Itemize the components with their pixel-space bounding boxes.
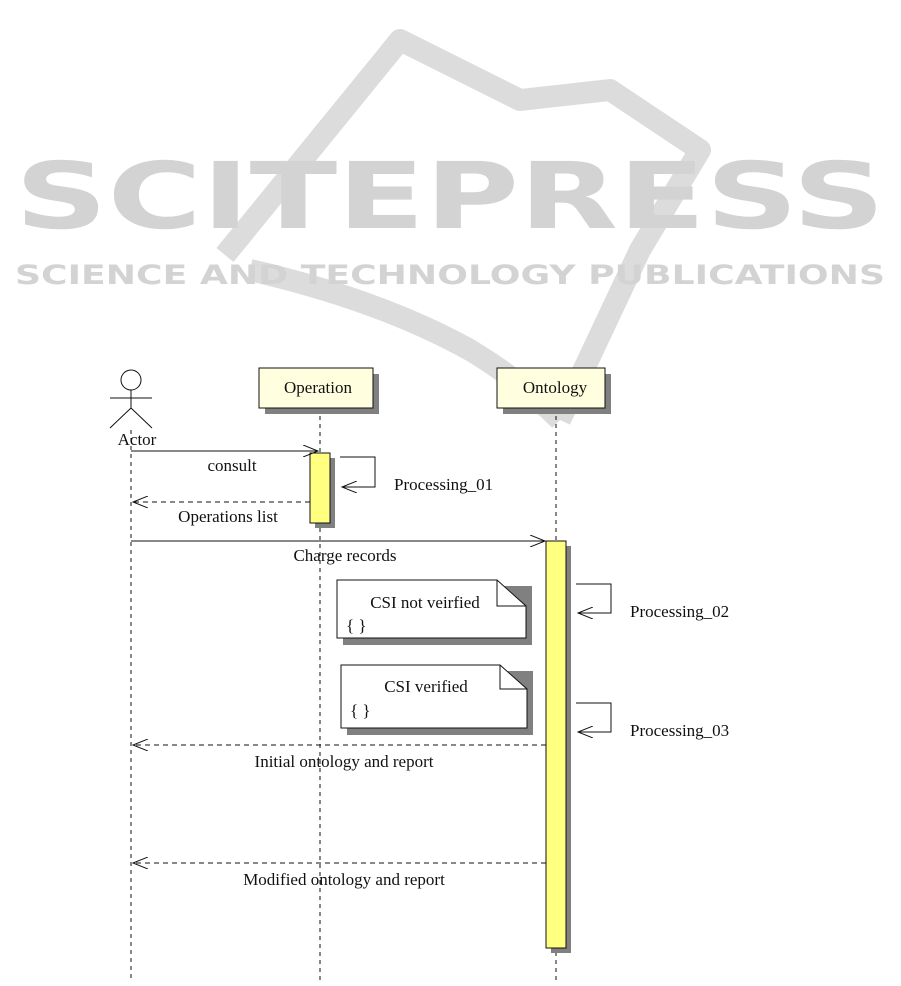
processing-01-label: Processing_01 <box>394 475 493 494</box>
processing-02-label: Processing_02 <box>630 602 729 621</box>
modified-ontology-label: Modified ontology and report <box>243 870 445 889</box>
consult-label: consult <box>207 456 256 475</box>
watermark-title: SCITEPRESS <box>15 143 885 250</box>
note-csi-not-verified[interactable]: CSI not veirfied { } <box>336 579 532 645</box>
processing-03-self-arrow <box>576 702 612 732</box>
note-body: { } <box>350 701 371 720</box>
change-records-label: Charge records <box>293 546 396 565</box>
watermark: SCITEPRESS SCIENCE AND TECHNOLOGY PUBLIC… <box>15 29 885 428</box>
operation-participant[interactable]: Operation <box>258 367 379 414</box>
processing-02-self-arrow <box>576 583 612 613</box>
lifelines <box>130 408 557 982</box>
processing-01-self-arrow <box>340 456 376 487</box>
note-title: CSI not veirfied <box>370 593 480 612</box>
watermark-subtitle: SCIENCE AND TECHNOLOGY PUBLICATIONS <box>15 260 885 291</box>
ontology-label: Ontology <box>523 378 588 397</box>
note-body: { } <box>346 616 367 635</box>
ontology-participant[interactable]: Ontology <box>496 367 611 414</box>
actor[interactable] <box>109 369 153 429</box>
ontology-activation <box>545 540 571 953</box>
operation-label: Operation <box>284 378 352 397</box>
processing-03-label: Processing_03 <box>630 721 729 740</box>
actor-label: Actor <box>118 430 157 449</box>
operation-activation <box>309 452 335 528</box>
operations-list-label: Operations list <box>178 507 278 526</box>
watermark-book-shape <box>216 29 711 425</box>
note-title: CSI verified <box>384 677 468 696</box>
actor-head-icon <box>120 369 142 391</box>
initial-ontology-label: Initial ontology and report <box>255 752 434 771</box>
note-csi-verified[interactable]: CSI verified { } <box>340 664 533 735</box>
